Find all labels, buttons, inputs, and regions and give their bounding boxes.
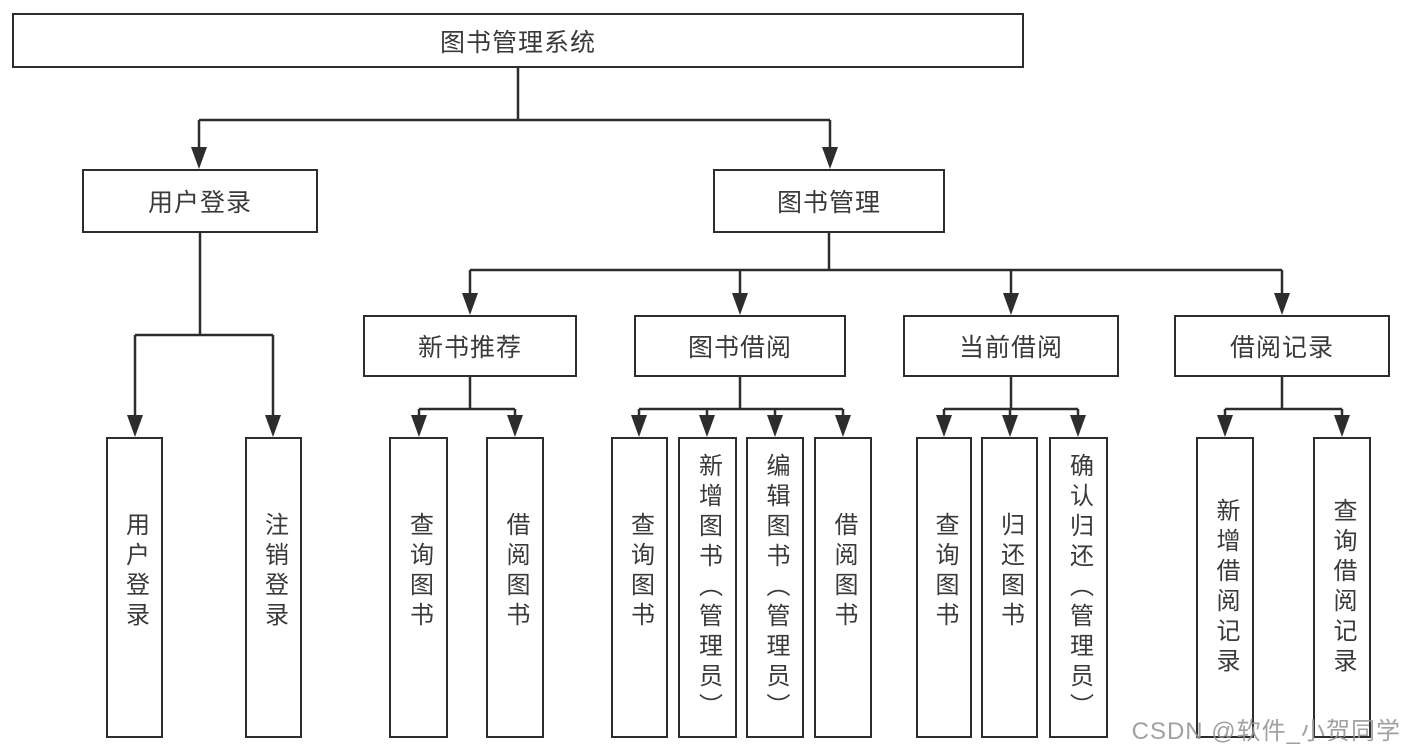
connector-root-branch [197, 68, 832, 148]
leaf-cb-return-books: 归还图书 [981, 437, 1038, 738]
node-label: 注销登录 [260, 511, 288, 632]
node-book-borrowing: 图书借阅 [634, 315, 846, 377]
leaf-br-query-borrow-record: 查询借阅记录 [1313, 437, 1371, 738]
watermark: CSDN @软件_小贺同学 [1131, 718, 1401, 745]
leaf-logout-login: 注销登录 [245, 437, 302, 738]
node-current-borrowing: 当前借阅 [903, 315, 1119, 377]
leaf-user-login: 用户登录 [106, 437, 163, 738]
node-label: 查询图书 [931, 511, 958, 632]
node-label: 图书管理 [776, 189, 881, 217]
leaf-bb-query-books: 查询图书 [611, 437, 668, 738]
connector-book-management-branch [468, 233, 1284, 294]
node-label: 新增图书（管理员） [694, 452, 722, 723]
node-library-system: 图书管理系统 [12, 13, 1024, 68]
node-label: 查询图书 [405, 511, 433, 632]
node-label: 确认归还（管理员） [1065, 452, 1093, 723]
leaf-br-add-borrow-record: 新增借阅记录 [1196, 437, 1254, 738]
node-label: 新增借阅记录 [1212, 497, 1239, 678]
node-label: 借阅图书 [502, 511, 529, 632]
node-label: 归还图书 [996, 511, 1024, 632]
leaf-nbr-borrow-books: 借阅图书 [486, 437, 544, 738]
node-label: 用户登录 [121, 511, 149, 632]
node-label: 图书管理系统 [439, 28, 596, 57]
node-label: 当前借阅 [958, 334, 1063, 362]
leaf-nbr-query-books: 查询图书 [389, 437, 448, 738]
connector-current-borrow-branch [942, 377, 1080, 416]
node-label: 新书推荐 [417, 334, 522, 362]
node-borrowing-records: 借阅记录 [1174, 315, 1390, 377]
leaf-cb-query-books: 查询图书 [916, 437, 972, 738]
leaf-bb-edit-books-admin: 编辑图书（管理员） [746, 437, 804, 738]
node-label: 借阅记录 [1229, 334, 1334, 362]
connector-user-login-branch [133, 233, 275, 416]
node-label: 查询借阅记录 [1329, 497, 1356, 678]
node-label: 编辑图书（管理员） [762, 452, 789, 723]
leaf-cb-confirm-return-admin: 确认归还（管理员） [1049, 437, 1108, 738]
leaf-bb-add-books-admin: 新增图书（管理员） [678, 437, 737, 738]
node-new-book-recommendation: 新书推荐 [363, 315, 577, 377]
node-user-login: 用户登录 [82, 169, 318, 233]
connector-new-book-branch [417, 377, 517, 416]
node-label: 借阅图书 [830, 511, 857, 632]
arrowheads [127, 147, 1350, 437]
node-label: 用户登录 [147, 189, 252, 217]
connector-borrow-records-branch [1223, 377, 1344, 416]
node-label: 查询图书 [626, 511, 654, 632]
connector-book-borrow-branch [637, 377, 845, 416]
node-label: 图书借阅 [687, 334, 792, 362]
node-book-management: 图书管理 [713, 169, 945, 233]
leaf-bb-borrow-books: 借阅图书 [814, 437, 872, 738]
